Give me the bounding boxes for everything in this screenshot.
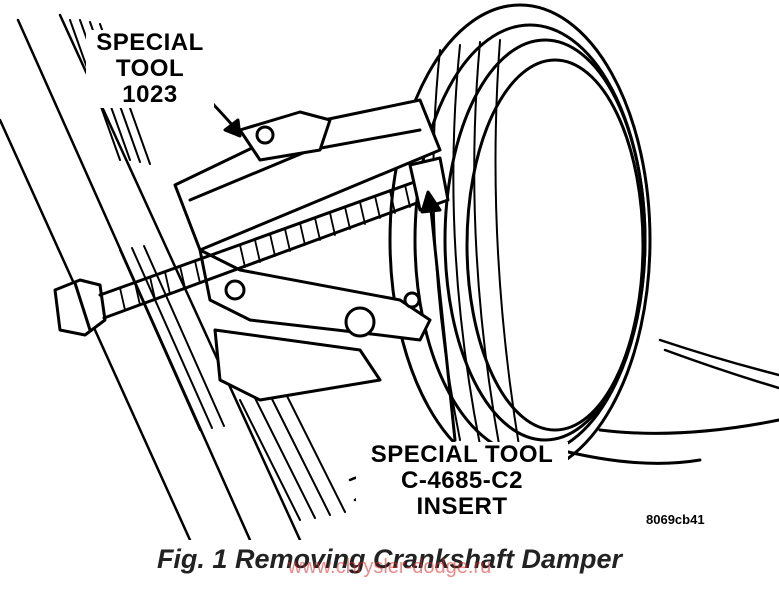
screw-threads — [119, 184, 411, 311]
label-line: SPECIAL — [96, 29, 204, 56]
label-line: INSERT — [416, 493, 508, 520]
label-line: SPECIAL TOOL — [370, 441, 554, 468]
crankshaft-damper-illustration — [0, 3, 779, 540]
leader-arrow-tool-c4685 — [420, 190, 457, 442]
label-line: TOOL — [115, 55, 185, 82]
figure-caption: Fig. 1 Removing Crankshaft Damper — [156, 544, 623, 574]
label-line: C-4685-C2 — [401, 467, 523, 494]
puller-body — [173, 98, 442, 252]
puller-arms — [198, 248, 432, 402]
damper-pulley — [388, 3, 779, 477]
label-special-tool-c4685-c2: SPECIAL TOOL C-4685-C2 INSERT — [356, 442, 568, 520]
label-special-tool-1023: SPECIAL TOOL 1023 — [86, 30, 214, 108]
label-line: 1023 — [122, 81, 178, 108]
insert-tip — [408, 156, 450, 212]
forcing-screw — [53, 178, 427, 337]
figure-code: 8069cb41 — [646, 512, 705, 527]
